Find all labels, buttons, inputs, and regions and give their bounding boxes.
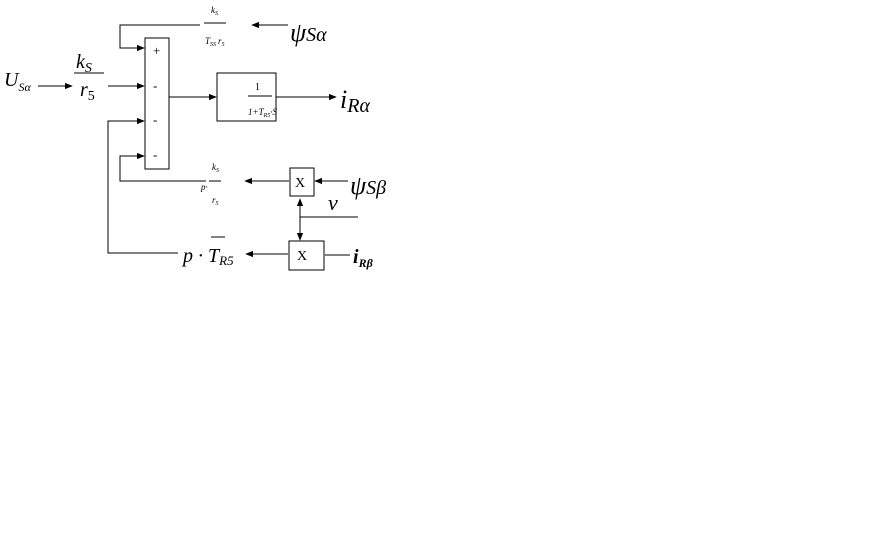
- transfer-block-num: 1: [255, 82, 260, 93]
- svg-text:kS: kS: [212, 162, 219, 174]
- multiplier-lower-label: X: [297, 249, 307, 264]
- svg-text:p·: p·: [200, 182, 208, 192]
- svg-text:kS: kS: [211, 5, 218, 17]
- svg-text:r5: r5: [80, 79, 95, 104]
- svg-text:r5: r5: [212, 195, 219, 207]
- gain-p-ks-over-rs: p· kS r5: [200, 162, 221, 207]
- multiplier-lower: [288, 240, 325, 271]
- svg-text:p · TR5: p · TR5: [181, 245, 234, 268]
- summing-junction: [144, 37, 170, 170]
- feedback-p-trs-line: [107, 117, 178, 254]
- summer-sign-1: +: [153, 43, 160, 58]
- i-r-alpha-label: iRα: [340, 85, 370, 117]
- summer-sign-4: -: [153, 147, 157, 162]
- multiplier-upper: [289, 167, 315, 197]
- psi-s-alpha-label: ψSα: [290, 18, 327, 47]
- gain-ks-over-r5: kS r5: [74, 51, 104, 104]
- transfer-block-den: 1+TR5·S: [248, 107, 278, 119]
- feedback-p-ks-rs-line: [119, 152, 206, 182]
- feedback-psi-alpha-line: [119, 24, 200, 52]
- nu-label: ν: [328, 190, 338, 215]
- i-r-beta-label: iRβ: [353, 246, 374, 270]
- multiplier-upper-label: X: [295, 176, 305, 191]
- psi-s-beta-label: ψSβ: [350, 171, 386, 200]
- transfer-block: [216, 72, 277, 122]
- summer-sign-3: -: [153, 112, 157, 127]
- u-s-alpha-label: USα: [4, 69, 31, 94]
- summer-sign-2: -: [153, 78, 157, 93]
- gain-p-trs: p · TR5: [181, 236, 234, 268]
- svg-text:kS: kS: [76, 51, 92, 76]
